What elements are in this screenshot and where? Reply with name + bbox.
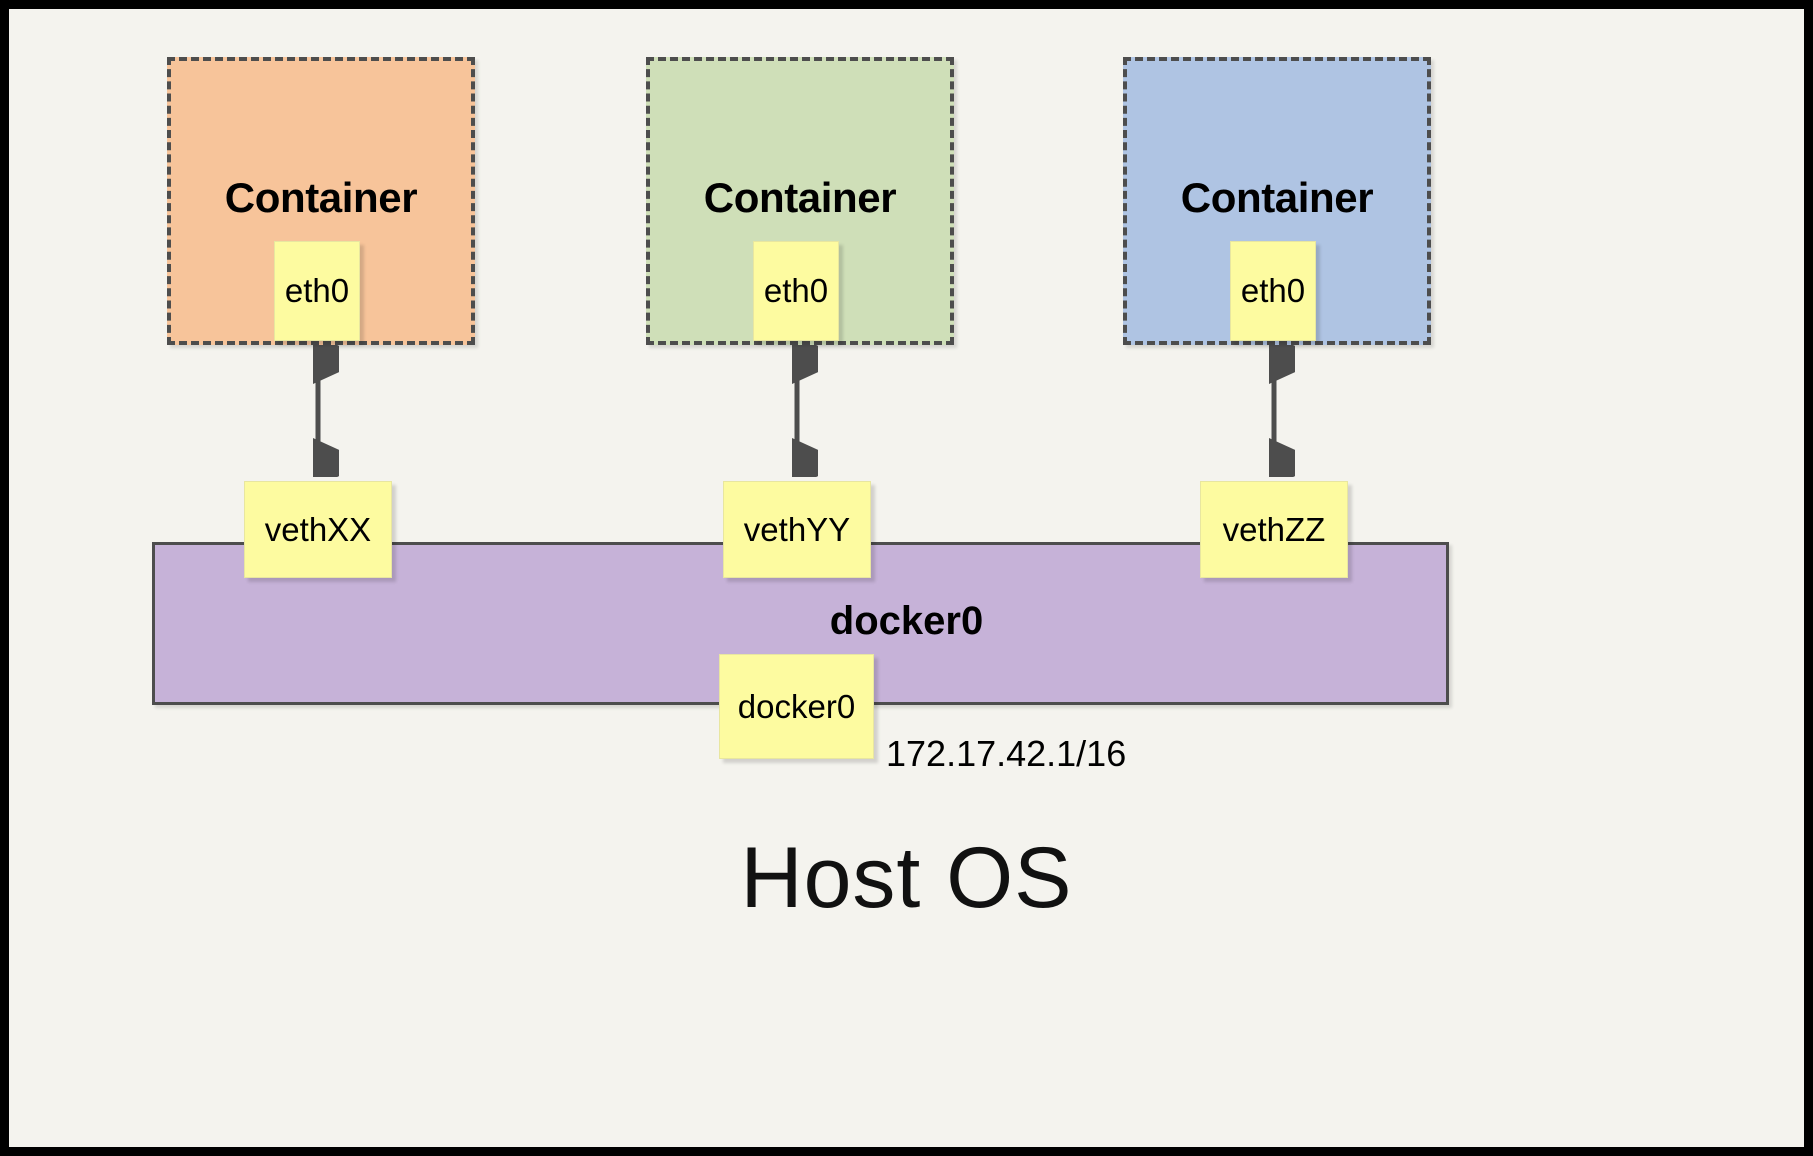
container-title-3: Container [1180, 174, 1374, 221]
docker0-ip-label: 172.17.42.1/16 [886, 733, 1127, 774]
docker0-interface-box: docker0 [719, 654, 874, 759]
host-os-label: Host OS [740, 830, 1073, 926]
veth-box-3: vethZZ [1200, 481, 1348, 578]
veth-link-arrow-3 [1269, 345, 1295, 477]
veth-box-2: vethYY [723, 481, 871, 578]
container-box-3 [1123, 57, 1431, 345]
veth-box-1: vethXX [244, 481, 392, 578]
diagram-canvas: Container eth0 Container eth0 Container … [9, 9, 1804, 1147]
container-title-1: Container [224, 174, 418, 221]
veth-link-arrow-1 [313, 345, 339, 477]
docker0-bridge-label: docker0 [829, 599, 984, 643]
container-eth0-box-1: eth0 [274, 241, 360, 341]
veth-link-arrow-2 [792, 345, 818, 477]
container-eth0-box-3: eth0 [1230, 241, 1316, 341]
container-eth0-box-2: eth0 [753, 241, 839, 341]
container-title-2: Container [703, 174, 897, 221]
